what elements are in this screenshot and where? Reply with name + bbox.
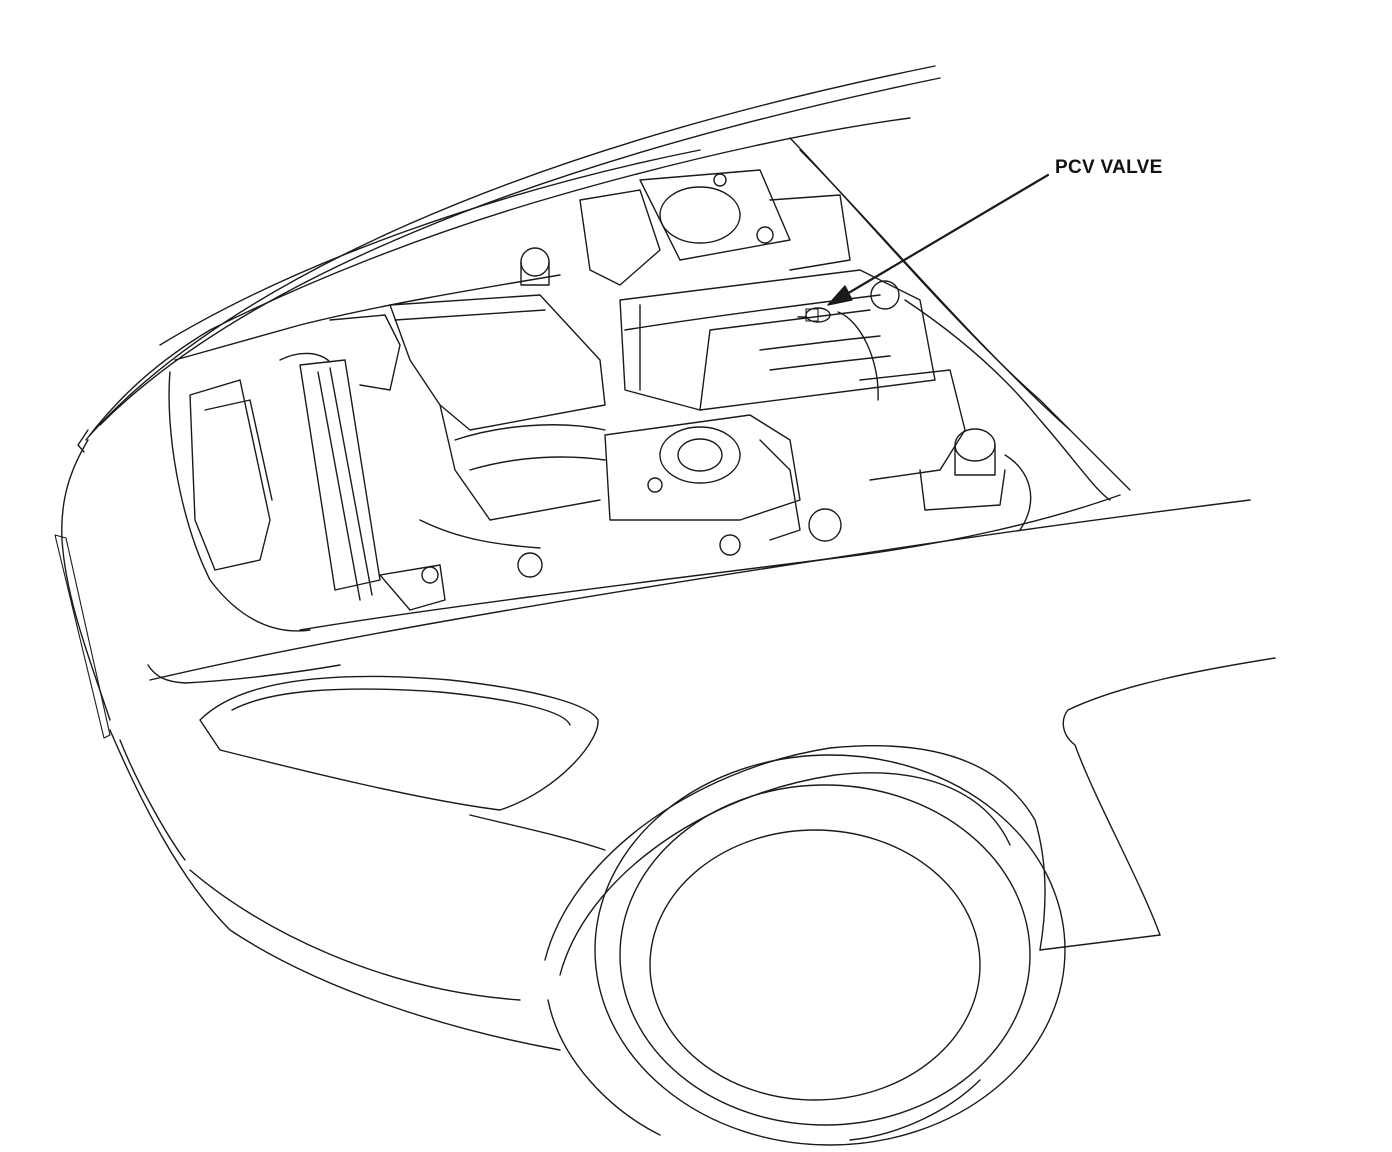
pcv-valve bbox=[797, 307, 831, 323]
hood-panel bbox=[77, 65, 1131, 491]
front-wheel bbox=[544, 745, 1066, 1146]
radiator bbox=[189, 352, 446, 611]
car-body-outline bbox=[54, 439, 1276, 1051]
pcv-valve-label: PCV VALVE bbox=[1055, 157, 1163, 178]
air-cleaner-box bbox=[329, 247, 606, 521]
engine-compartment bbox=[168, 274, 1121, 632]
callout-leader-line bbox=[827, 173, 1050, 306]
callout-arrowhead bbox=[827, 285, 853, 306]
engine-block bbox=[419, 169, 1032, 578]
